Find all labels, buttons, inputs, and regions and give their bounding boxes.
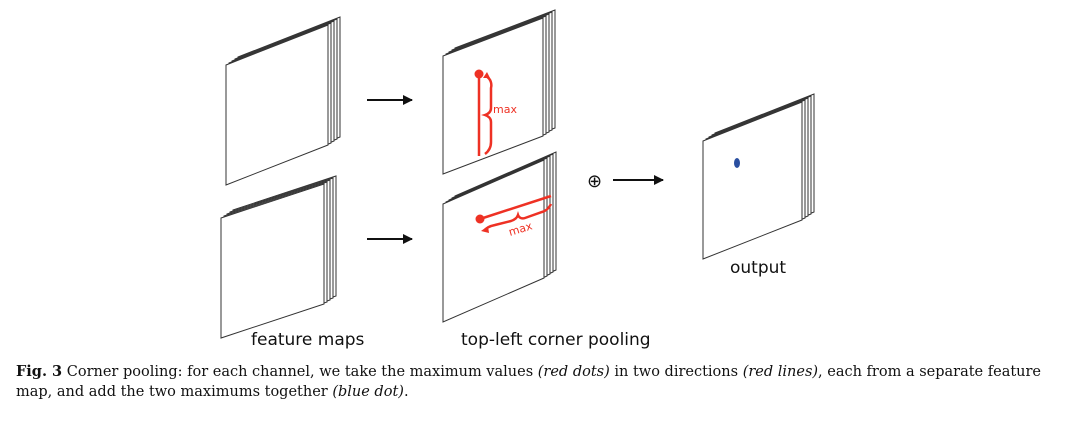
output-map-stack (702, 93, 815, 260)
caption-red-dots: (red dots) (537, 364, 610, 380)
caption-text-3: , each from a separate feature map, and … (16, 364, 1042, 400)
feature-map-stack-bottom (220, 175, 337, 339)
caption-figure-number: Fig. 3 (16, 363, 63, 380)
feature-maps-label: feature maps (251, 330, 365, 350)
horizontal-max-annotation (479, 194, 553, 233)
caption-text-2: in two directions (609, 364, 743, 380)
caption-text-1: Corner pooling: for each channel, we tak… (62, 364, 538, 380)
pooling-label: top-left corner pooling (461, 330, 651, 350)
pooled-map-stack-top (442, 9, 556, 175)
caption-blue-dot: (blue dot) (332, 384, 404, 400)
caption-text-4: . (403, 384, 409, 400)
pooled-map-stack-bottom (442, 151, 557, 323)
caption-red-lines: (red lines) (742, 364, 819, 380)
blue-sum-dot (734, 158, 740, 168)
max-label-top: max (493, 103, 517, 116)
red-max-dot-bottom (475, 214, 485, 224)
feature-map-stack-top (225, 16, 341, 186)
oplus-symbol: ⊕ (587, 171, 602, 192)
vertical-max-annotation (477, 72, 493, 156)
figure-caption: Fig. 3 Corner pooling: for each channel,… (16, 362, 1052, 402)
output-label: output (730, 258, 787, 278)
red-max-dot-top (474, 69, 484, 79)
